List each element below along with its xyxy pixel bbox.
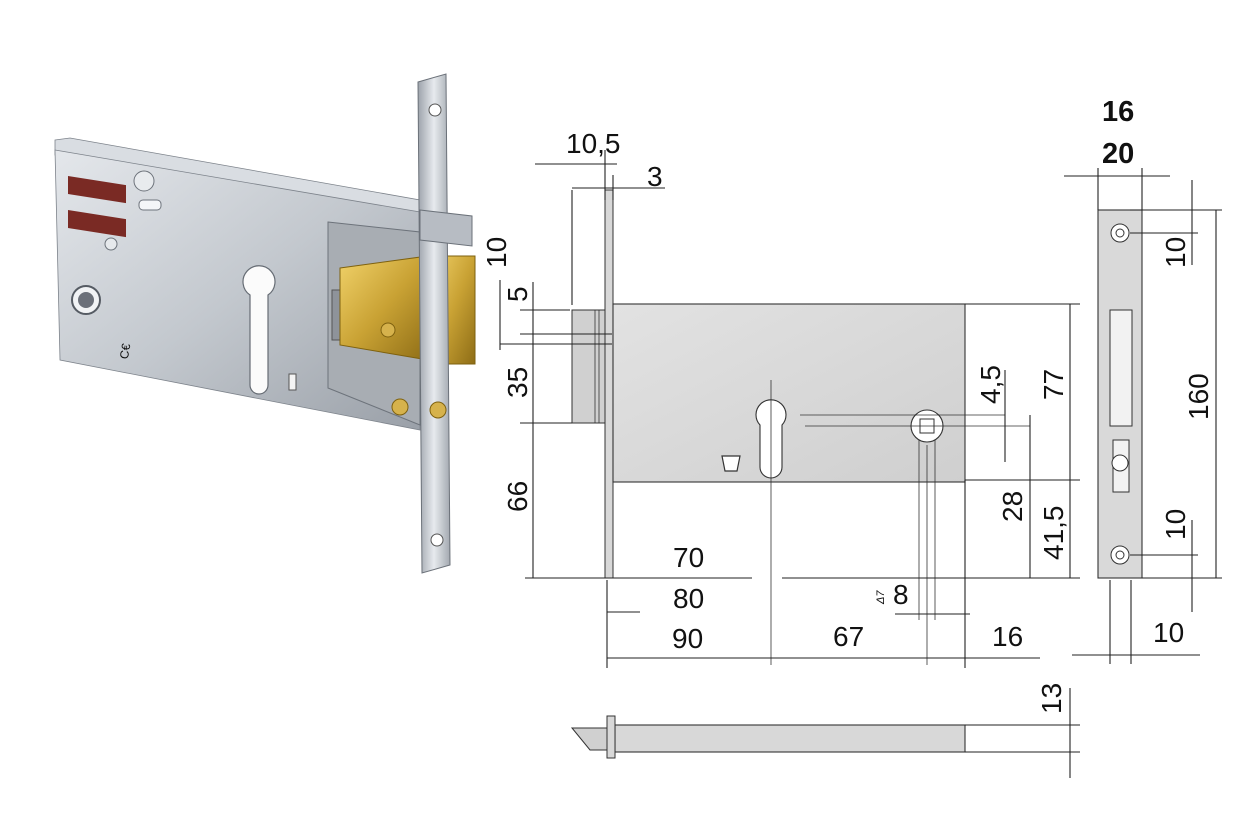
bottom-bolt — [570, 727, 608, 751]
dim-8: 8 — [893, 579, 909, 610]
side-dim-10-bottom: 10 — [1160, 509, 1191, 540]
dim-5: 5 — [502, 286, 533, 302]
bottom-dim-13: 13 — [1036, 683, 1067, 714]
side-bolt-slot — [1109, 309, 1133, 427]
dim-10-front: 10 — [481, 237, 512, 268]
label-pad-bottom — [68, 210, 126, 238]
brass-latch-block — [339, 255, 429, 361]
dim-10-5: 10,5 — [566, 128, 621, 159]
bottom-view: 13 — [570, 683, 1080, 778]
dim-66: 66 — [502, 481, 533, 512]
spindle-square-icon — [78, 292, 94, 308]
slot-icon — [138, 199, 162, 211]
cylinder-cutout-icon — [242, 265, 276, 395]
bottom-faceplate — [606, 715, 616, 759]
dim-67: 67 — [833, 621, 864, 652]
dim-70: 70 — [673, 542, 704, 573]
faceplate-hole-bottom-icon — [430, 533, 444, 547]
dim-28: 28 — [997, 491, 1028, 522]
ce-stamp: C€ — [117, 342, 134, 360]
side-width-20: 20 — [1102, 138, 1134, 170]
screw-icon — [133, 170, 155, 192]
side-width-16: 16 — [1102, 96, 1134, 128]
deadbolt-tongue — [419, 209, 473, 247]
latch-screw-icon — [380, 322, 396, 338]
front-bolt — [571, 309, 606, 424]
front-small-catch-icon — [721, 455, 741, 472]
dim-41-5: 41,5 — [1038, 506, 1069, 561]
dim-35: 35 — [502, 367, 533, 398]
label-pad-top — [68, 176, 126, 204]
faceplate-hole-top-icon — [428, 103, 442, 117]
front-view: 10,5 3 10 5 35 66 70 80 90 67 8 Δ7 16 4,… — [481, 128, 1080, 668]
side-dim-10-top: 10 — [1160, 237, 1191, 268]
lock-photo: C€ — [54, 73, 476, 574]
side-dim-10-side: 10 — [1153, 617, 1184, 648]
faceplate — [417, 73, 451, 574]
dim-4-5: 4,5 — [975, 365, 1006, 404]
small-slot-icon — [288, 373, 297, 391]
side-dim-160: 160 — [1183, 373, 1214, 420]
front-faceplate — [604, 189, 614, 579]
dim-90: 90 — [672, 623, 703, 654]
side-spindle-icon — [1111, 454, 1129, 472]
bottom-lock-body — [614, 724, 966, 753]
front-lock-body — [612, 303, 966, 483]
dim-8-note: Δ7 — [875, 590, 887, 605]
lower-screw-icon — [391, 398, 409, 416]
rivet-icon — [104, 237, 118, 251]
dim-3: 3 — [647, 161, 663, 192]
dim-77: 77 — [1038, 369, 1069, 400]
faceplate-screw-icon — [429, 401, 447, 419]
side-view: 16 20 10 160 10 10 — [1064, 96, 1222, 664]
dim-80: 80 — [673, 583, 704, 614]
dim-16-front: 16 — [992, 621, 1023, 652]
